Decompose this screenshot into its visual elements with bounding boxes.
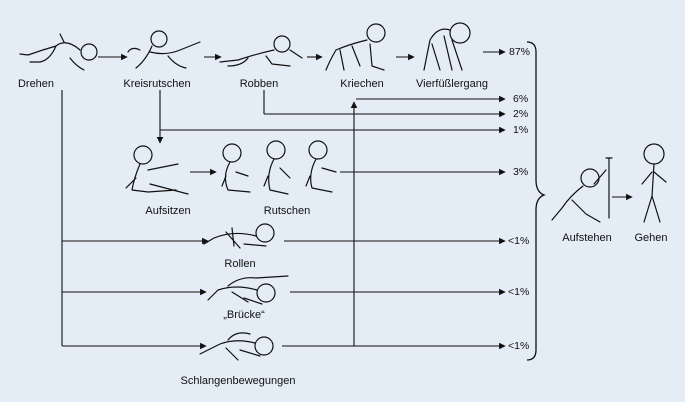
- label-rollen: Rollen: [224, 258, 256, 270]
- baby-all-fours-walking-icon: [423, 22, 471, 71]
- label-rutschen: Rutschen: [263, 205, 311, 217]
- pct-vierfuessergang: 87%: [509, 46, 531, 58]
- baby-sitting-up-icon: [125, 145, 189, 195]
- flow-lines: [61, 41, 633, 361]
- baby-commando-crawling-icon: [219, 35, 303, 67]
- pct-robben-kriechen: 6%: [513, 93, 529, 105]
- label-vierfuessergang: Vierfüßlergang: [416, 78, 488, 90]
- summary-brace: [526, 41, 546, 361]
- label-aufsitzen: Aufsitzen: [145, 205, 191, 217]
- label-drehen: Drehen: [17, 78, 55, 90]
- baby-bridge-icon: [207, 275, 289, 305]
- label-kriechen: Kriechen: [340, 78, 384, 90]
- pct-kreisrutschen: 1%: [513, 124, 529, 136]
- baby-circle-sliding-icon: [127, 30, 201, 69]
- baby-turning-icon: [19, 33, 98, 71]
- label-bruecke: „Brücke“: [223, 309, 265, 321]
- baby-snake-moving-icon: [199, 332, 274, 361]
- pct-robben: 2%: [513, 108, 529, 120]
- label-gehen: Gehen: [634, 232, 668, 244]
- pct-rutschen: 3%: [513, 166, 529, 178]
- label-kreisrutschen: Kreisrutschen: [123, 78, 191, 90]
- pct-schlangen: <1%: [508, 340, 530, 352]
- pct-rollen: <1%: [508, 235, 530, 247]
- label-aufstehen: Aufstehen: [562, 232, 612, 244]
- baby-rolling-icon: [203, 223, 275, 249]
- label-schlangen: Schlangenbewegungen: [180, 375, 296, 387]
- baby-bottom-shuffling-icon: [221, 140, 337, 195]
- child-walking-icon: [641, 143, 667, 223]
- baby-standing-up-icon: [551, 157, 613, 223]
- pct-bruecke: <1%: [508, 286, 530, 298]
- baby-crawling-icon: [325, 23, 386, 71]
- label-robben: Robben: [239, 78, 279, 90]
